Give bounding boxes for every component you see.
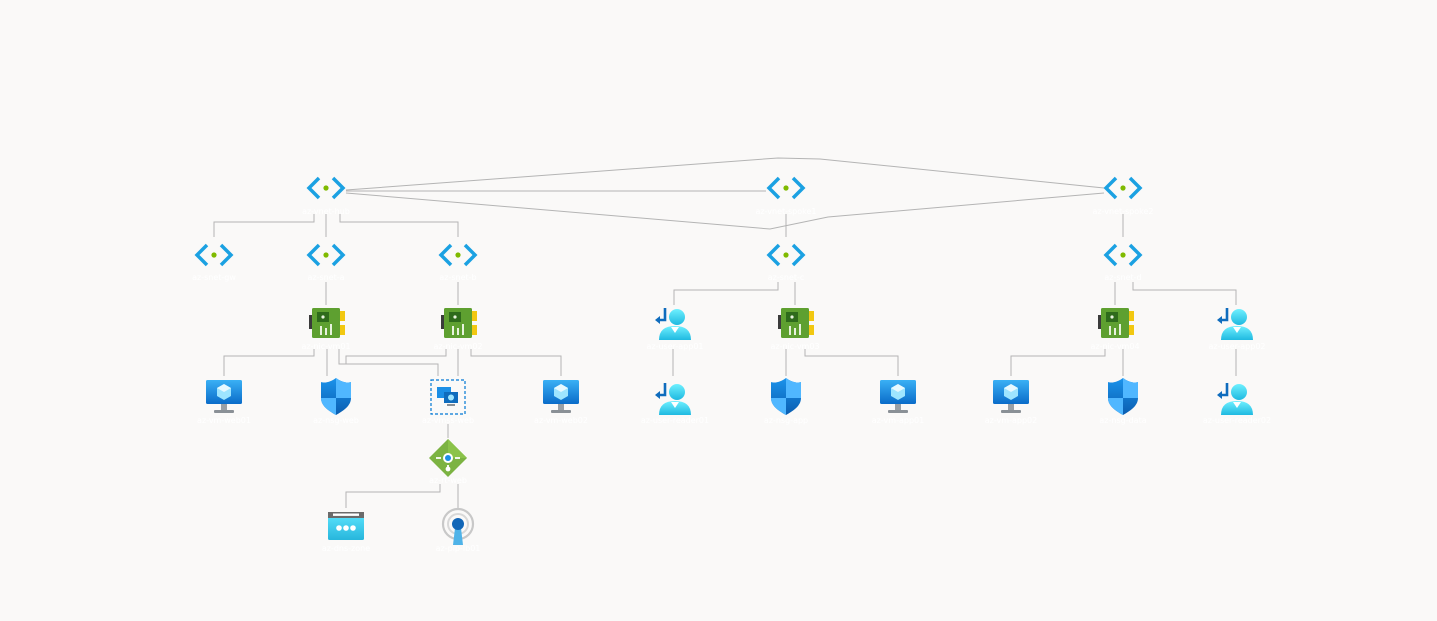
vm-node[interactable]: az-vm-app02 [985, 380, 1037, 425]
vmss-node[interactable]: az-vmss-web [422, 379, 474, 425]
node-label: az-user-app02 [1208, 342, 1265, 351]
node-label: az-nic-vm02 [433, 342, 482, 351]
node-label: az-vm-app01 [872, 416, 924, 425]
node-label: az-pip-lb01 [436, 544, 481, 553]
virtual-machine-icon [993, 380, 1029, 413]
vnet-node[interactable]: az-snet-c [766, 243, 806, 282]
nic-icon [309, 308, 345, 338]
user-node[interactable]: az-user-app01 [646, 308, 704, 351]
shield-icon [771, 378, 801, 415]
vm-scale-set-icon [430, 379, 466, 415]
node-label: az-nic-vm01 [301, 342, 350, 351]
vnet-icon [438, 243, 478, 267]
node-label: az-snet-a [307, 273, 344, 282]
vnet-icon [306, 176, 346, 200]
node-label: az-nsg-data [1099, 416, 1146, 425]
nsg-node[interactable]: az-nsg-web [313, 378, 359, 425]
connector [338, 349, 439, 376]
vnet-node[interactable]: az-snet-b [438, 243, 478, 282]
node-label: az-vm-web01 [197, 416, 251, 425]
connector [804, 349, 899, 376]
connector-lines [213, 157, 1237, 508]
public-ip-node[interactable]: az-pip-lb01 [436, 507, 481, 553]
connector [223, 349, 315, 376]
node-label: az-user-reader02 [1203, 416, 1271, 425]
vnet-node[interactable]: az-vnet-spoke1 [755, 176, 817, 216]
user-sign-in-icon [655, 383, 691, 415]
user-sign-in-icon [1217, 308, 1253, 340]
vnet-icon [1103, 243, 1143, 267]
route-table-icon [429, 439, 467, 477]
broadcast-icon [441, 507, 475, 545]
node-label: az-snet-gw [192, 273, 236, 282]
vnet-icon [194, 243, 234, 267]
connector [673, 282, 779, 305]
shield-icon [321, 378, 351, 415]
node-label: az-snet-c [768, 273, 805, 282]
connector [213, 214, 315, 237]
nsg-node[interactable]: az-nsg-app [764, 378, 808, 425]
node-label: az-snet-d [1104, 273, 1141, 282]
node-label: az-vnet-spoke2 [1092, 207, 1153, 216]
dns-zone-icon [328, 512, 364, 540]
nic-node[interactable]: az-nic-vm01 [301, 308, 351, 351]
connector [345, 349, 447, 364]
node-label: az-user-reader01 [641, 416, 709, 425]
node-label: az-vm-web02 [534, 416, 588, 425]
vm-node[interactable]: az-vm-web01 [197, 380, 251, 425]
vnet-node[interactable]: az-vnet-spoke2 [1092, 176, 1154, 216]
nic-icon [441, 308, 477, 338]
vnet-icon [1103, 176, 1143, 200]
node-label: az-nic-vm03 [770, 342, 819, 351]
connector [339, 214, 459, 237]
peering-link [345, 157, 1105, 191]
route-table-node[interactable]: az-rt-web [429, 439, 467, 485]
node-label: az-vm-app02 [985, 416, 1037, 425]
peering-link [345, 192, 1105, 230]
node-label: az-user-app01 [646, 342, 703, 351]
shield-icon [1108, 378, 1138, 415]
vm-node[interactable]: az-vm-app01 [872, 380, 924, 425]
nic-node[interactable]: az-nic-vm02 [433, 308, 483, 351]
vm-node[interactable]: az-vm-web02 [534, 380, 588, 425]
virtual-machine-icon [543, 380, 579, 413]
connector [1132, 282, 1237, 305]
connector [470, 349, 562, 376]
vnet-icon [306, 243, 346, 267]
user-sign-in-icon [1217, 383, 1253, 415]
virtual-machine-icon [206, 380, 242, 413]
node-label: az-nsg-web [313, 416, 359, 425]
dns-zone-node[interactable]: az-dns-zone [322, 512, 370, 553]
nic-icon [778, 308, 814, 338]
vnet-icon [766, 176, 806, 200]
nic-icon [1098, 308, 1134, 338]
user-sign-in-icon [655, 308, 691, 340]
node-label: az-rt-web [429, 476, 467, 485]
connector [1010, 349, 1106, 376]
nic-node[interactable]: az-nic-vm03 [770, 308, 820, 351]
user-node[interactable]: az-user-reader02 [1203, 383, 1271, 425]
vnet-node[interactable]: az-snet-gw [192, 243, 236, 282]
node-label: az-vnet-hub [302, 207, 350, 216]
virtual-machine-icon [880, 380, 916, 413]
nsg-node[interactable]: az-nsg-data [1099, 378, 1147, 425]
vnet-node[interactable]: az-vnet-hub [302, 176, 350, 216]
vnet-node[interactable]: az-snet-a [306, 243, 346, 282]
node-label: az-nsg-app [764, 416, 808, 425]
vnet-node[interactable]: az-snet-d [1103, 243, 1143, 282]
connector [345, 484, 441, 508]
node-label: az-snet-b [439, 273, 476, 282]
nic-node[interactable]: az-nic-vm04 [1090, 308, 1140, 351]
node-label: az-vnet-spoke1 [755, 207, 816, 216]
user-node[interactable]: az-user-app02 [1208, 308, 1266, 351]
vnet-icon [766, 243, 806, 267]
node-label: az-vmss-web [422, 416, 474, 425]
node-label: az-dns-zone [322, 544, 370, 553]
node-label: az-nic-vm04 [1090, 342, 1139, 351]
user-node[interactable]: az-user-reader01 [641, 383, 709, 425]
